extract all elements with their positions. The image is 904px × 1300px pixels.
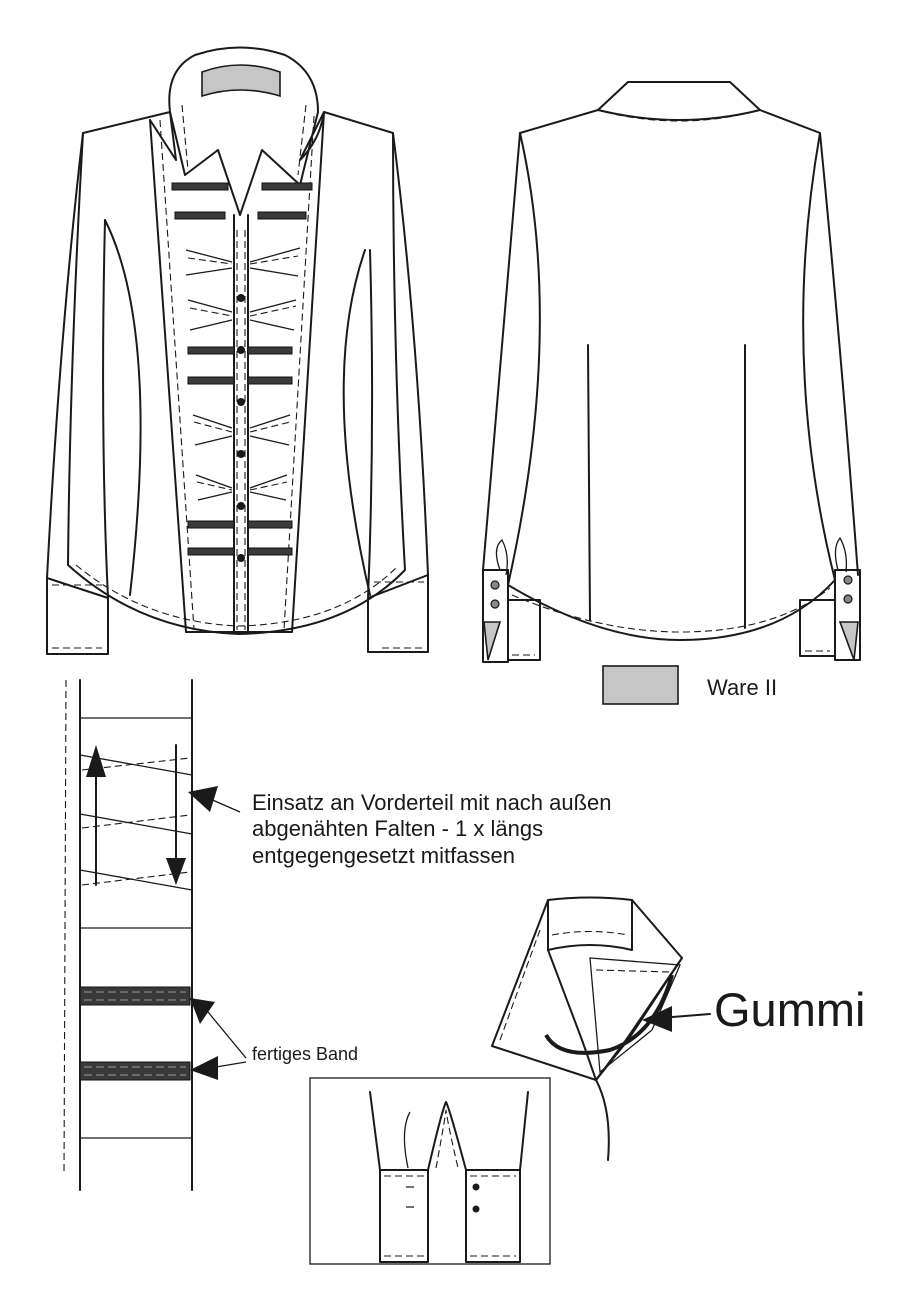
front-right-sleeve xyxy=(367,132,429,599)
back-body-outline xyxy=(482,109,859,641)
front-collar xyxy=(168,46,319,216)
gummi-label: Gummi xyxy=(714,983,866,1036)
front-pleats xyxy=(185,247,301,501)
collar-detail xyxy=(491,896,711,1161)
front-bands xyxy=(171,182,313,556)
front-right-cuff xyxy=(367,574,429,653)
ware-ii-label: Ware II xyxy=(707,675,778,700)
collar-stand-ware-ii xyxy=(201,64,281,98)
blouse-back-view xyxy=(482,81,861,663)
left-cuff-ware-ii xyxy=(483,621,502,661)
back-collar xyxy=(597,81,761,121)
insert-description: Einsatz an Vorderteil mit nach außen abg… xyxy=(252,790,612,868)
ware-ii-swatch xyxy=(602,665,679,705)
front-body-outline xyxy=(67,111,406,635)
back-right-cuff xyxy=(799,569,861,661)
band-label: fertiges Band xyxy=(252,1044,359,1064)
front-center-insert xyxy=(149,111,325,633)
insert-detail xyxy=(63,679,247,1191)
blouse-front-view xyxy=(46,46,429,655)
front-left-sleeve xyxy=(46,132,109,599)
front-buttons xyxy=(237,294,245,562)
cuff-detail-box xyxy=(309,1077,551,1265)
front-left-cuff xyxy=(46,577,109,655)
right-cuff-ware-ii xyxy=(838,621,859,661)
